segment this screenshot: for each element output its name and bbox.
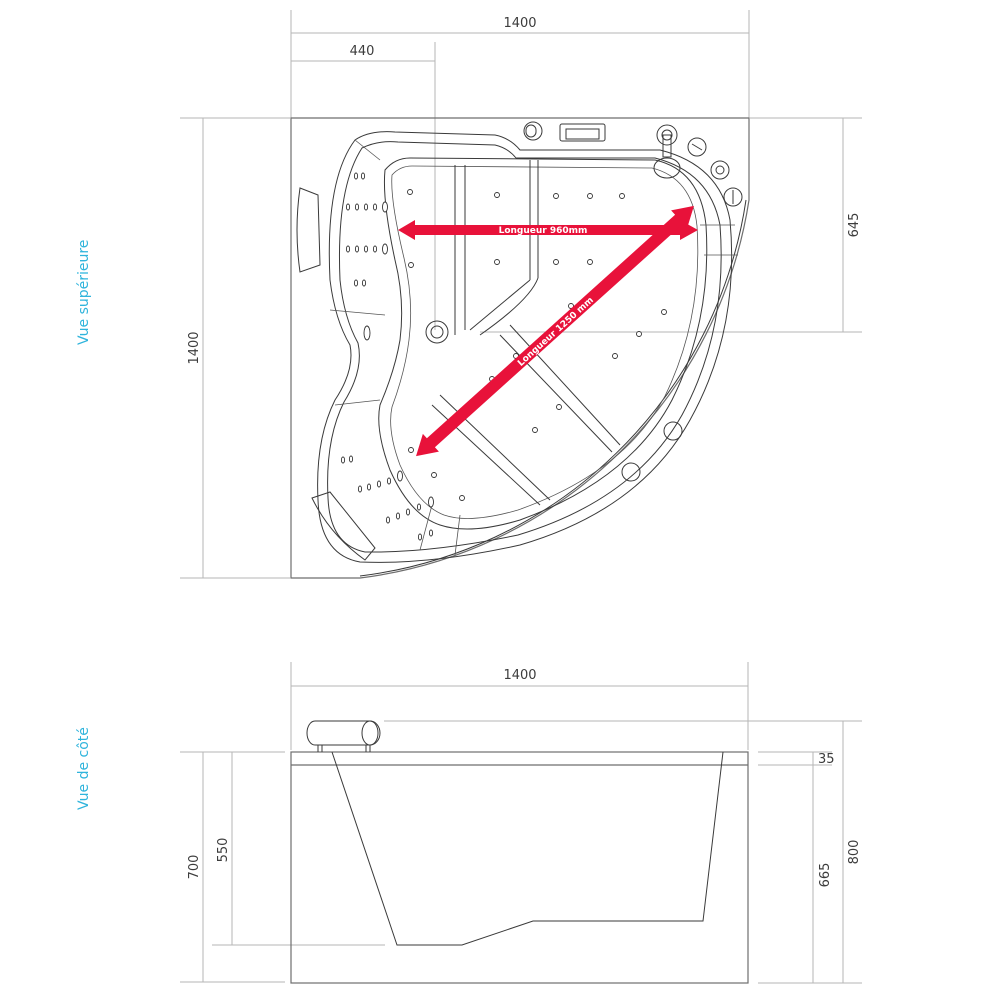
jet-nozzles-lower <box>340 455 434 541</box>
svg-text:Longueur 960mm: Longueur 960mm <box>499 226 588 236</box>
top-view-label: Vue supérieure <box>76 240 92 345</box>
top-offset-dimension: 440 <box>350 44 375 59</box>
jet-nozzles-upper <box>345 172 388 341</box>
length-960-arrow: Longueur 960mm <box>398 220 698 240</box>
top-dimension-lines <box>180 10 862 579</box>
side-dimension-lines <box>180 662 862 984</box>
bathtub-side-view <box>290 720 749 984</box>
side-seat-height-dimension: 550 <box>216 838 231 863</box>
length-1250-arrow: Longueur 1250 mm <box>416 205 694 457</box>
top-width-dimension: 1400 <box>503 16 536 31</box>
top-right-offset-dimension: 645 <box>847 213 862 238</box>
side-left-height-dimension: 700 <box>187 855 202 880</box>
side-inner-height-dimension: 665 <box>818 863 833 888</box>
side-view-label: Vue de côté <box>76 727 92 810</box>
side-total-height-dimension: 800 <box>847 840 862 865</box>
floor-jets <box>407 189 667 501</box>
side-rim-dimension: 35 <box>818 752 835 767</box>
bathtub-top-view <box>290 117 750 579</box>
side-width-dimension: 1400 <box>503 668 536 683</box>
top-height-dimension: 1400 <box>187 331 202 364</box>
